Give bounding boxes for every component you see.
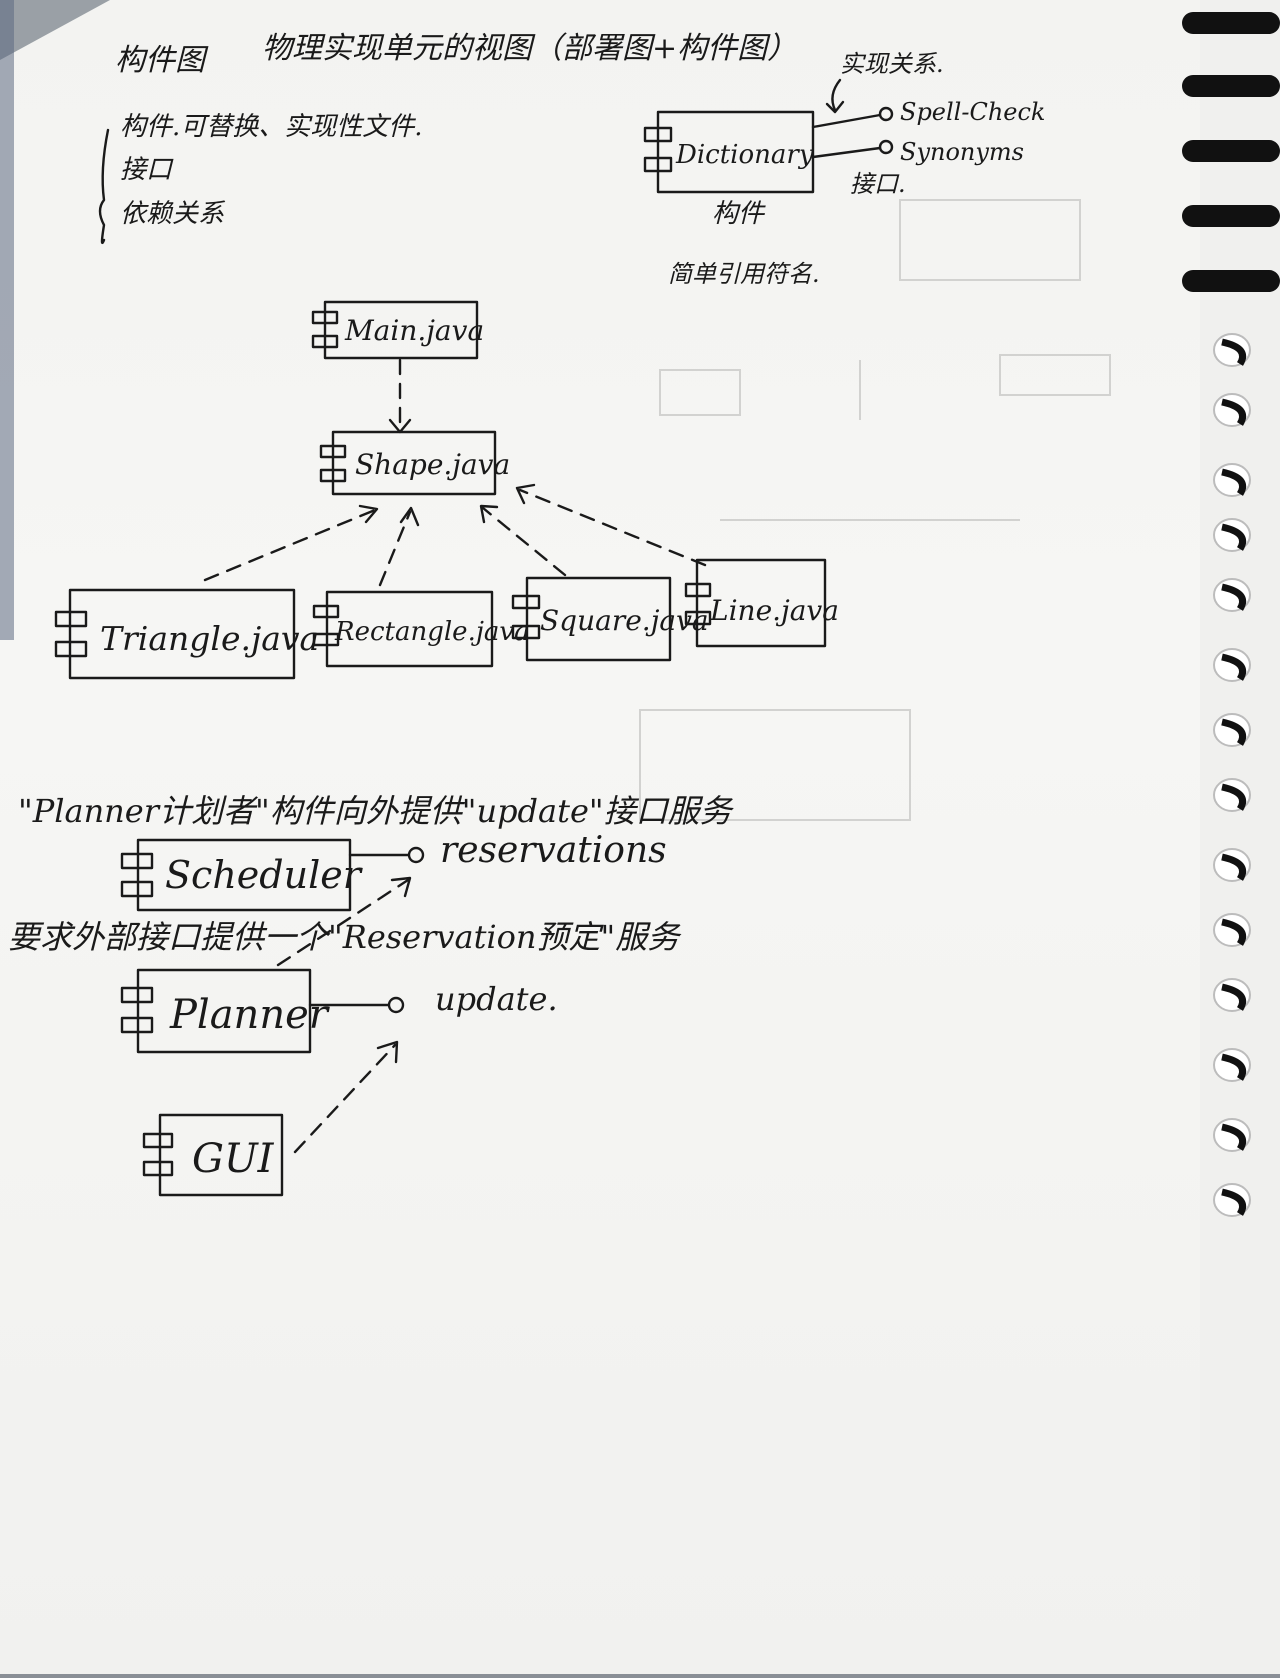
legend-realization-note: 实现关系. [840,50,944,78]
svg-text:Triangle.java: Triangle.java [100,619,319,658]
scheduler-interface-label: reservations [440,830,667,871]
binding-coil [1221,718,1247,746]
binding-ring [1182,205,1280,227]
planner-note-top: "Planner计划者"构件向外提供"update"接口服务 [18,792,735,830]
binding-ring [1182,12,1280,34]
binding-coil [1221,1053,1247,1081]
note-item-1: 构件.可替换、实现性文件. [120,112,423,142]
legend-caption: 简单引用符名. [668,260,820,288]
realization-arrow [831,78,842,112]
scheduler-interface-lollipop [407,846,425,864]
binding-coil [1221,1188,1247,1216]
planner-interface-label: update. [435,980,558,1018]
dependency-gui-to-update [293,1043,397,1154]
binding-coil [1221,653,1247,681]
binding-coil [1221,918,1247,946]
legend-dictionary-component: Dictionary [643,110,815,194]
page-title: 构件图 [115,43,209,78]
legend-component-label: Dictionary [675,140,814,170]
spiral-binding [1182,0,1280,1674]
notes-brace [98,128,110,245]
binding-coil [1221,338,1247,366]
dependency-line-to-shape [518,488,707,567]
binding-coil [1221,583,1247,611]
svg-text:Main.java: Main.java [344,314,484,347]
planner-interface-lollipop [387,996,405,1014]
svg-text:Scheduler: Scheduler [165,853,364,897]
binding-coil [1221,398,1247,426]
component-gui: GUI [142,1113,284,1197]
binding-coil [1221,468,1247,496]
bleed-through [639,199,1111,821]
dependency-rectangle-to-shape [378,510,412,587]
note-item-2: 接口 [120,155,174,185]
binding-coil [1221,783,1247,811]
binding-ring [1182,75,1280,97]
component-square-java: Square.java [511,576,709,662]
planner-note-middle: 要求外部接口提供一个"Reservation预定"服务 [8,918,682,956]
binding-ring [1182,270,1280,292]
svg-text:Line.java: Line.java [709,594,839,627]
component-planner: Planner [120,968,331,1054]
svg-text:Shape.java: Shape.java [355,448,510,481]
legend-component-note: 构件 [712,199,766,229]
svg-text:Rectangle.java: Rectangle.java [334,617,530,647]
dependency-square-to-shape [481,506,567,577]
svg-text:Square.java: Square.java [540,604,709,637]
component-main-java: Main.java [311,300,484,360]
binding-coil [1221,523,1247,551]
binding-coil [1221,983,1247,1011]
legend-interface-synonyms: Synonyms [900,138,1024,166]
binding-coil [1221,853,1247,881]
component-shape-java: Shape.java [319,430,510,496]
component-triangle-java: Triangle.java [54,588,319,680]
note-item-3: 依赖关系 [120,199,226,229]
binding-ring [1182,140,1280,162]
dependency-triangle-to-shape [203,508,377,582]
legend-interface-spell-check: Spell-Check [900,98,1045,126]
dependency-planner-to-reservations [276,878,410,967]
component-scheduler: Scheduler [120,838,364,912]
binding-coil [1221,1123,1247,1151]
component-line-java: Line.java [684,558,839,648]
svg-text:Planner: Planner [169,992,331,1038]
svg-text:GUI: GUI [192,1136,275,1182]
component-rectangle-java: Rectangle.java [312,590,530,668]
legend-interface-note: 接口. [850,170,906,198]
page-subtitle: 物理实现单元的视图（部署图+构件图） [262,31,797,66]
